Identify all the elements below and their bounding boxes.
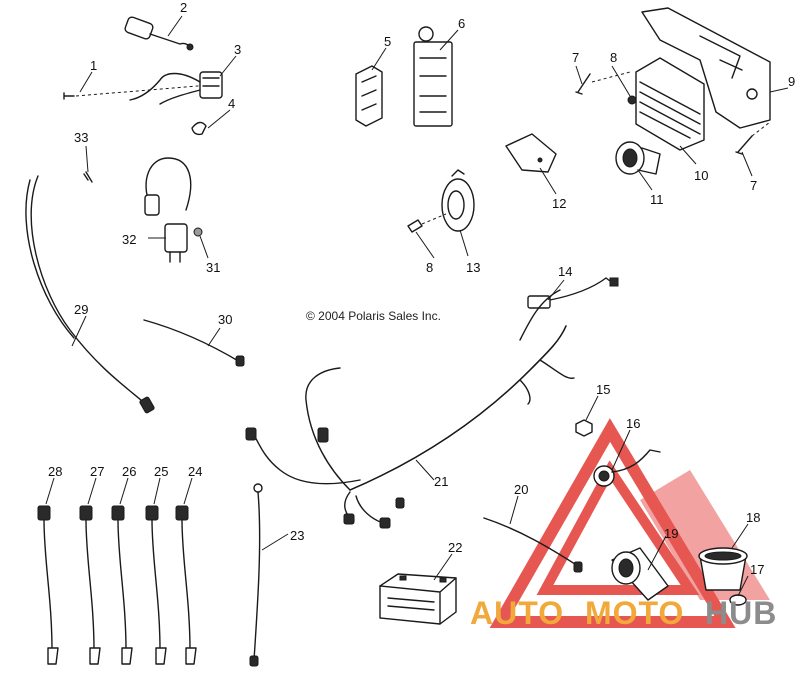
part-20-cable bbox=[483, 517, 583, 573]
part-30-strap bbox=[143, 319, 245, 367]
watermark-moto: MOTO bbox=[585, 595, 684, 631]
callout-24: 24 bbox=[188, 464, 202, 479]
callout-28: 28 bbox=[48, 464, 62, 479]
callout-30: 30 bbox=[218, 312, 232, 327]
callout-7b: 7 bbox=[750, 178, 757, 193]
part-7-bolt-a bbox=[575, 73, 591, 95]
callout-13: 13 bbox=[466, 260, 480, 275]
callout-11: 11 bbox=[650, 192, 664, 207]
part-15-nut bbox=[575, 419, 593, 437]
callout-12: 12 bbox=[552, 196, 566, 211]
part-26-plug-lead bbox=[111, 505, 133, 665]
copyright-notice: © 2004 Polaris Sales Inc. bbox=[306, 309, 441, 323]
part-5-relay bbox=[355, 65, 383, 127]
part-33-clip bbox=[83, 171, 93, 183]
callout-26: 26 bbox=[122, 464, 136, 479]
callout-2: 2 bbox=[180, 0, 187, 15]
part-8-bolt-b bbox=[407, 219, 423, 233]
leader-lines bbox=[45, 15, 789, 597]
part-14-fuse-holder bbox=[527, 277, 619, 309]
callout-4: 4 bbox=[228, 96, 235, 111]
watermark-hub: HUB bbox=[705, 595, 777, 631]
callout-22: 22 bbox=[448, 540, 462, 555]
part-7-bolt-b bbox=[735, 135, 753, 155]
callout-33: 33 bbox=[74, 130, 88, 145]
part-19-gauge bbox=[611, 547, 669, 601]
callout-19: 19 bbox=[664, 526, 678, 541]
callout-32: 32 bbox=[122, 232, 136, 247]
callout-1: 1 bbox=[90, 58, 97, 73]
callout-3: 3 bbox=[234, 42, 241, 57]
watermark-text: AUTO MOTO HUB bbox=[470, 595, 777, 631]
part-23-cable bbox=[249, 483, 263, 667]
part-2-ignition-switch bbox=[124, 16, 194, 51]
part-12-cap bbox=[505, 133, 557, 173]
part-8-bolt-a bbox=[627, 95, 637, 105]
part-28-plug-lead bbox=[37, 505, 59, 665]
callout-15: 15 bbox=[596, 382, 610, 397]
callout-29: 29 bbox=[74, 302, 88, 317]
callout-17: 17 bbox=[750, 562, 764, 577]
part-25-plug-lead bbox=[145, 505, 167, 665]
callout-8b: 8 bbox=[426, 260, 433, 275]
callout-6: 6 bbox=[458, 16, 465, 31]
part-31-screw bbox=[193, 227, 203, 237]
callout-7a: 7 bbox=[572, 50, 579, 65]
part-4-bulb bbox=[191, 121, 207, 136]
watermark-auto: AUTO bbox=[470, 595, 564, 631]
callout-10: 10 bbox=[694, 168, 708, 183]
callout-27: 27 bbox=[90, 464, 104, 479]
part-10-regulator bbox=[635, 57, 705, 151]
callout-25: 25 bbox=[154, 464, 168, 479]
part-22-battery bbox=[379, 573, 457, 625]
callout-16: 16 bbox=[626, 416, 640, 431]
part-21-main-harness bbox=[245, 289, 575, 529]
callout-21: 21 bbox=[434, 474, 448, 489]
part-11-socket bbox=[615, 141, 661, 175]
part-6-cdi-box bbox=[413, 26, 453, 127]
callout-9: 9 bbox=[788, 74, 795, 89]
part-27-plug-lead bbox=[79, 505, 101, 665]
callout-18: 18 bbox=[746, 510, 760, 525]
callout-14: 14 bbox=[558, 264, 572, 279]
callout-numbers: 1 2 3 4 5 6 7 7 8 8 9 10 11 12 13 14 15 … bbox=[48, 0, 795, 577]
callout-8a: 8 bbox=[610, 50, 617, 65]
watermark-logo bbox=[489, 418, 770, 628]
part-18-cup bbox=[698, 547, 748, 591]
part-24-plug-lead bbox=[175, 505, 197, 665]
part-16-sensor bbox=[593, 449, 661, 487]
callout-20: 20 bbox=[514, 482, 528, 497]
part-9-bracket bbox=[641, 7, 771, 129]
part-29-cable bbox=[25, 175, 155, 414]
part-32-ignition-coil bbox=[144, 157, 192, 263]
callout-5: 5 bbox=[384, 34, 391, 49]
callout-23: 23 bbox=[290, 528, 304, 543]
part-1-pin bbox=[63, 84, 211, 100]
part-3-switch-harness bbox=[129, 71, 223, 105]
part-13-horn bbox=[441, 169, 475, 232]
callout-31: 31 bbox=[206, 260, 220, 275]
